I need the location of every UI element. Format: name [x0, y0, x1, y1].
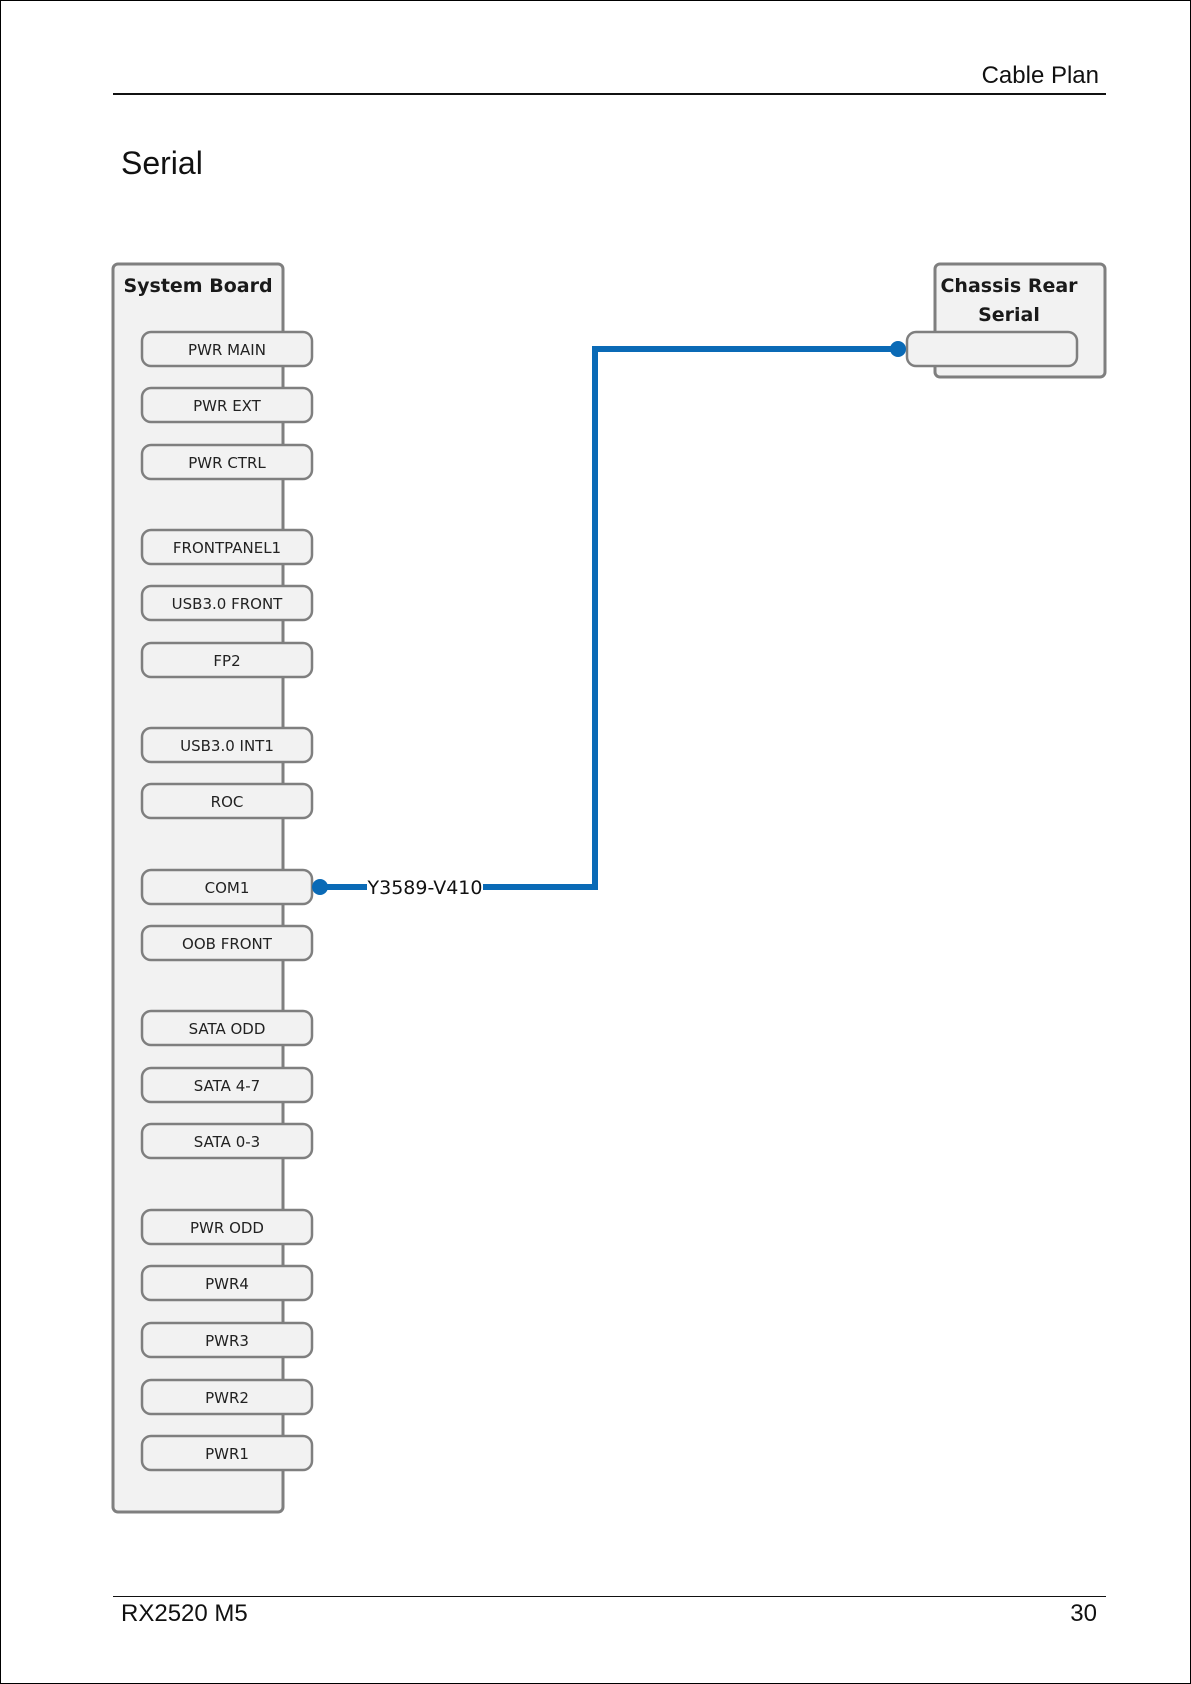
port-label-pwr-ctrl: PWR CTRL: [188, 454, 266, 472]
port-label-pwr-odd: PWR ODD: [190, 1219, 264, 1237]
port-label-sata-4-7: SATA 4-7: [194, 1077, 260, 1095]
cable-endpoint-chassis: [890, 341, 906, 357]
chassis-title-line2: Serial: [978, 304, 1040, 326]
system-board-title: System Board: [123, 275, 272, 297]
port-label-pwr3: PWR3: [205, 1332, 249, 1350]
port-label-pwr2: PWR2: [205, 1389, 249, 1407]
cable-label: Y3589-V410: [367, 877, 483, 899]
footer-page-number: 30: [1070, 1600, 1097, 1628]
cable-endpoint-com1: [312, 879, 328, 895]
port-label-pwr1: PWR1: [205, 1445, 249, 1463]
port-label-roc: ROC: [211, 793, 244, 811]
port-label-pwr4: PWR4: [205, 1275, 249, 1293]
port-label-frontpanel1: FRONTPANEL1: [173, 539, 281, 557]
port-label-sata-0-3: SATA 0-3: [194, 1133, 260, 1151]
chassis-title-line1: Chassis Rear: [940, 275, 1078, 297]
port-label-usb3-0-front: USB3.0 FRONT: [172, 595, 283, 613]
footer-model: RX2520 M5: [121, 1600, 248, 1628]
port-label-sata-odd: SATA ODD: [189, 1020, 266, 1038]
footer-rule: [113, 1596, 1106, 1597]
port-label-fp2: FP2: [213, 652, 240, 670]
port-label-usb3-0-int1: USB3.0 INT1: [180, 737, 274, 755]
port-label-pwr-main: PWR MAIN: [188, 341, 266, 359]
serial-cable-line: [320, 349, 898, 887]
chassis-serial-port: [907, 332, 1077, 366]
port-label-pwr-ext: PWR EXT: [193, 397, 262, 415]
port-label-com1: COM1: [205, 879, 250, 897]
port-label-oob-front: OOB FRONT: [182, 935, 273, 953]
